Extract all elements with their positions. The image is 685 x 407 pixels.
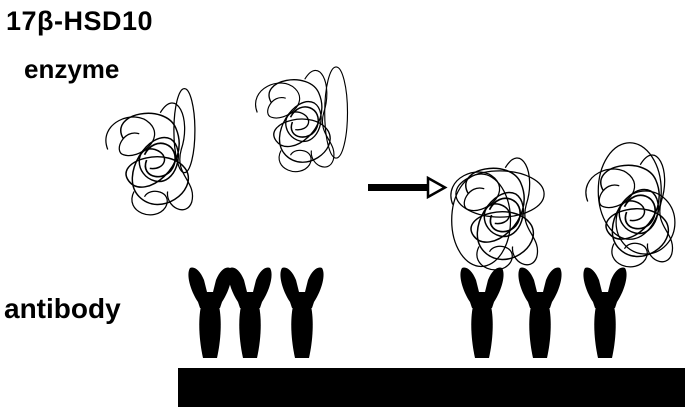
binding-arrow — [368, 178, 445, 197]
antibody-left-2 — [228, 268, 271, 359]
free-enzyme-2 — [256, 67, 348, 172]
antibody-right-2 — [518, 268, 561, 359]
bound-enzyme-2 — [586, 143, 675, 267]
antibody-left-1 — [188, 268, 231, 359]
solid-support-plate — [178, 368, 685, 407]
antibody-right-3 — [583, 268, 626, 359]
free-enzyme-1 — [106, 89, 195, 215]
antibody-right-1 — [460, 268, 503, 359]
antibody-left-3 — [280, 268, 323, 359]
bound-enzyme-1 — [451, 158, 544, 270]
